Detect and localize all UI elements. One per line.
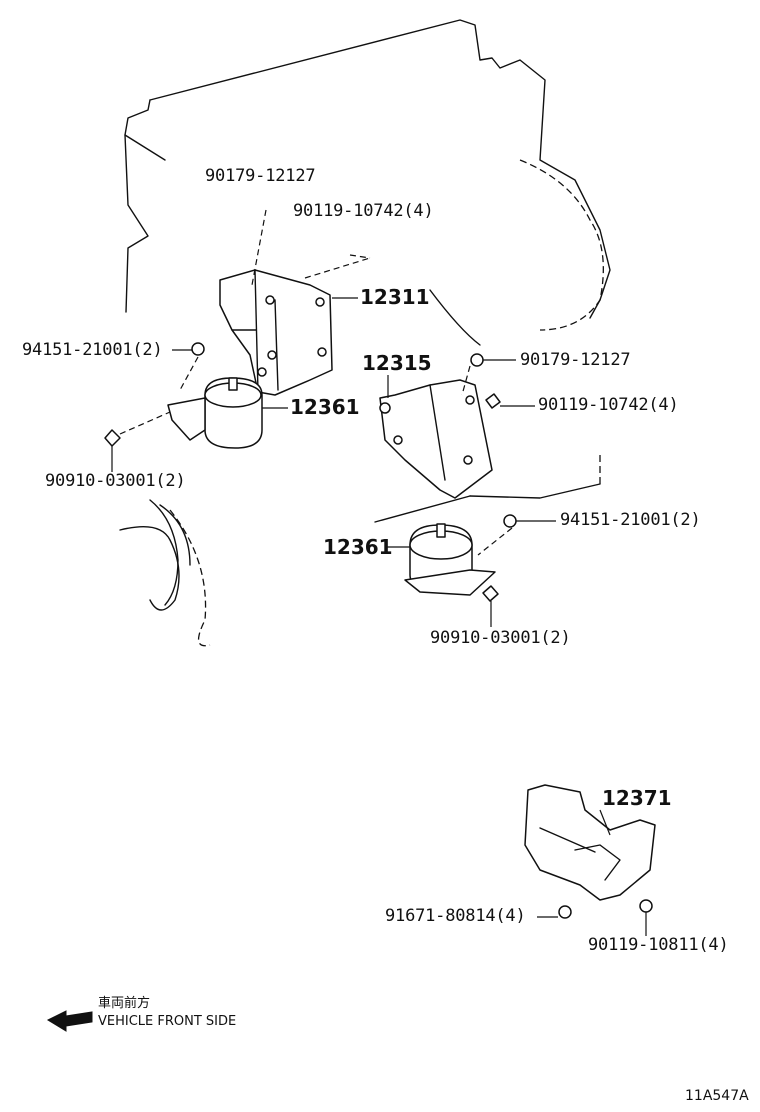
callout-90179-12127-right: 90179-12127 — [520, 350, 631, 370]
callout-90119-10742-top: 90119-10742(4) — [293, 201, 434, 221]
callout-94151-21001-left: 94151-21001(2) — [22, 340, 163, 360]
mount-12361-center — [404, 514, 517, 602]
callout-12361-center: 12361 — [323, 535, 393, 559]
bracket-12315 — [379, 353, 501, 499]
engine-outline — [119, 19, 611, 647]
mount-12361-left — [104, 342, 263, 449]
callout-94151-21001-right: 94151-21001(2) — [560, 510, 701, 530]
leader-lines — [111, 209, 647, 936]
callout-12311: 12311 — [360, 285, 430, 309]
bracket-12311 — [219, 269, 333, 396]
callout-12315: 12315 — [362, 351, 432, 375]
callout-90179-12127-top: 90179-12127 — [205, 166, 316, 186]
callout-12361-left: 12361 — [290, 395, 360, 419]
callout-90910-03001-left: 90910-03001(2) — [45, 471, 186, 491]
direction-label-japanese: 車両前方 — [98, 996, 151, 1011]
front-direction-arrow — [46, 1010, 93, 1032]
callout-90119-10811: 90119-10811(4) — [588, 935, 729, 955]
callout-91671-80814: 91671-80814(4) — [385, 906, 526, 926]
callout-12371: 12371 — [602, 786, 672, 810]
figure-code: 11A547A — [685, 1088, 749, 1104]
callout-90119-10742-right: 90119-10742(4) — [538, 395, 679, 415]
bracket-12371 — [524, 784, 656, 919]
direction-label-english: VEHICLE FRONT SIDE — [98, 1014, 237, 1029]
callout-90910-03001-center: 90910-03001(2) — [430, 628, 571, 648]
